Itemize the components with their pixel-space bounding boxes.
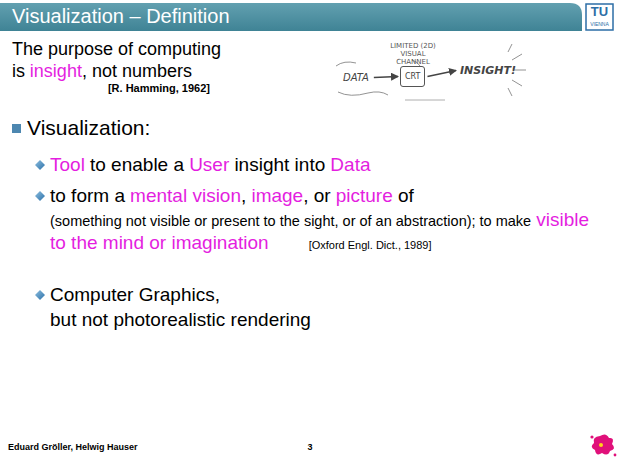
sketch-node: CRT [400,66,425,87]
text-block: but not photorealistic rendering [50,308,605,332]
slide-text: 3 [307,442,312,452]
text-block: isinsight, not numbers [12,60,312,82]
square-bullet [12,124,21,133]
slide-text: , not numbers [82,61,192,81]
text-block: 3 [300,441,320,453]
sketch-arrow [427,71,456,77]
highlight-text: User [189,154,229,175]
sketch-scribbles [336,44,526,96]
text-block: [R. Hamming, 1962] [90,82,210,95]
slide-text: [Oxford Engl. Dict., 1989] [309,239,432,251]
sketch-arrow [374,77,398,78]
slide-text: of [398,185,414,206]
text-block: Toolto enable aUserinsight intoData [50,153,605,177]
slide-text: , [241,185,246,206]
slide-text: VIENNA [590,21,609,27]
sketch-node: DATA [340,70,372,85]
slide-text: to enable a [90,154,184,175]
diamond-bullet [35,160,45,170]
slide-text: Computer Graphics, [50,284,220,305]
node-text: INSIGHT! [460,64,516,77]
slide-text: is [12,61,25,81]
slide-text: [R. Hamming, 1962] [108,82,210,94]
slide-text: The purpose of computing [12,39,221,59]
slide-text: , or [303,185,330,206]
text-block: TU [586,5,613,19]
slide-text: insight into [234,154,325,175]
slide-text: Eduard Gröller, Helwig Hauser [8,442,138,452]
slide-text: Visualization: [27,116,150,139]
text-block: VIENNA [586,21,613,27]
diamond-bullet [35,191,45,201]
highlight-text: image [251,185,303,206]
highlight-text: picture [336,185,393,206]
slide-text: (something not visible or present to the… [50,213,531,229]
slide-text: TU [591,4,608,19]
text-block: The purpose of computing [12,38,312,60]
splat-logo [590,434,616,456]
text-block: Eduard Gröller, Helwig Hauser [8,441,258,453]
highlight-text: mental vision [130,185,241,206]
text-block: Visualization: [27,116,327,140]
diamond-bullet [35,290,45,300]
text-block: LIMITED (2D) VISUAL CHANNEL [384,42,442,66]
slide-title-block: Visualization – Definition [12,5,230,28]
text-block: Computer Graphics, [50,283,605,307]
highlight-text: Tool [50,154,85,175]
highlight-text: insight [30,61,82,81]
slide-text: LIMITED (2D) VISUAL CHANNEL [390,42,436,66]
text-block: to form amental vision,image, or pictureo… [50,184,605,208]
text-block: (something not visible or present to the… [50,209,605,256]
slide-text: to form a [50,185,125,206]
node-text: DATA [343,72,369,83]
highlight-text: Data [330,154,370,175]
sketch-base [405,100,445,101]
slide-title: Visualization – Definition [12,5,230,27]
title-bar [0,3,582,31]
sketch-node: INSIGHT! [458,60,518,81]
slide-text: but not photorealistic rendering [50,309,311,330]
logo-frame [586,4,613,30]
node-text: CRT [405,72,420,81]
